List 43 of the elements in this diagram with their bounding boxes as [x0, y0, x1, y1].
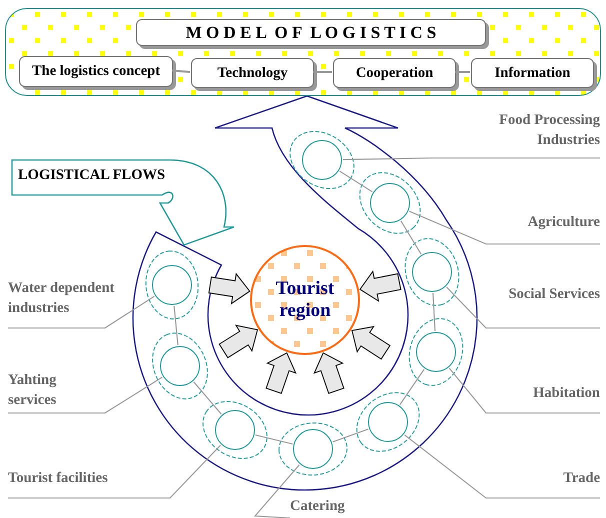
sector-label: Tourist facilities [8, 468, 138, 498]
chain-line [339, 170, 373, 192]
block-arrow [351, 326, 391, 360]
chain-line [332, 428, 368, 442]
sector-label: Social Services [500, 284, 600, 328]
leader-line [8, 296, 155, 329]
chain-line [193, 382, 222, 414]
chain-line [432, 292, 436, 332]
leader-line [8, 376, 162, 414]
sector-label: Trade [520, 468, 600, 498]
sector-label: Agriculture [480, 212, 600, 244]
leader-line [404, 434, 600, 499]
sector-label: Habitation [490, 383, 600, 413]
concept-box: Information [471, 58, 594, 88]
chain-line [399, 368, 425, 406]
connector [172, 70, 190, 73]
leader-line [448, 368, 600, 414]
concept-box: The logistics concept [19, 56, 173, 87]
block-arrow [266, 352, 297, 394]
concept-box: Cooperation [333, 58, 456, 88]
leader-line [342, 157, 600, 160]
leader-line [409, 210, 600, 245]
block-arrow [218, 324, 258, 358]
block-arrow [313, 352, 344, 394]
leader-line [254, 464, 300, 518]
sector-label: Food Processing Industries [470, 110, 600, 158]
region-circle: Tourist region [250, 245, 360, 355]
callout-text: LOGISTICAL FLOWS [18, 167, 166, 184]
concept-box: Technology [191, 58, 314, 88]
chain-line [174, 306, 178, 346]
header-band [5, 8, 601, 96]
connector [455, 71, 470, 73]
title-box: M O D E L O F L O G I S T I C S [136, 19, 486, 46]
connector [313, 71, 332, 73]
leader-line [446, 286, 600, 329]
block-arrow [208, 272, 250, 305]
block-arrow [359, 270, 402, 302]
chain-line [255, 434, 293, 445]
chain-line [400, 220, 422, 254]
sector-label: Yahting services [8, 370, 98, 413]
leader-line [8, 444, 221, 499]
sector-label: Water dependent industries [8, 278, 138, 328]
sector-label: Catering [290, 496, 370, 518]
